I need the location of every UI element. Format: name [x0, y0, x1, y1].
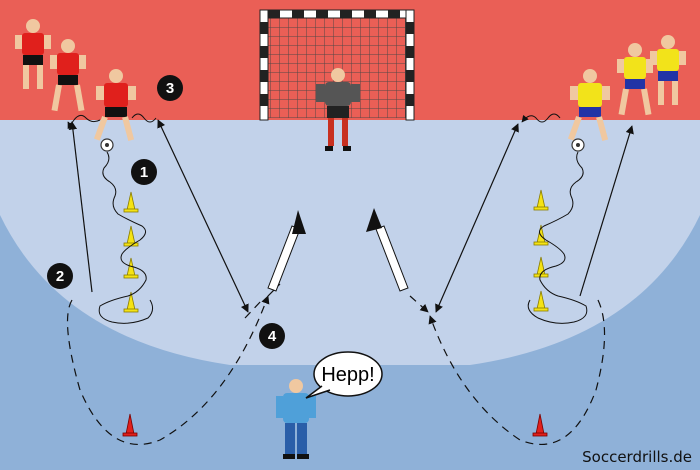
run-arrows [68, 119, 634, 313]
ball-icon [100, 138, 114, 152]
red-player-dribbling [93, 69, 136, 141]
goalkeeper-icon [316, 68, 360, 151]
step-badge-3: 3 [157, 75, 183, 101]
step-number: 2 [56, 268, 64, 285]
step-badge-4: 4 [259, 323, 285, 349]
pass-paths [66, 283, 606, 445]
speech-bubble: Hepp! [305, 351, 383, 399]
shot-arrow-left [267, 210, 306, 292]
red-player-1 [15, 19, 51, 89]
yellow-player-dribbling [567, 69, 610, 141]
yellow-player-1 [650, 35, 686, 105]
step-badge-1: 1 [131, 159, 157, 185]
yellow-player-2 [617, 43, 653, 116]
step-number: 1 [140, 164, 148, 181]
cone-icon [123, 191, 139, 313]
speech-text: Hepp! [321, 364, 374, 386]
watermark: Soccerdrills.de [582, 448, 692, 466]
coach-icon [276, 379, 316, 459]
ball-icon [571, 138, 585, 152]
shot-arrow-right [366, 208, 409, 292]
red-player-2 [50, 39, 86, 112]
goal-icon [259, 9, 415, 121]
step-badge-2: 2 [47, 263, 73, 289]
step-number: 4 [268, 328, 277, 345]
cone-icon [122, 413, 548, 437]
cone-icon [533, 189, 549, 312]
step-number: 3 [166, 80, 174, 97]
